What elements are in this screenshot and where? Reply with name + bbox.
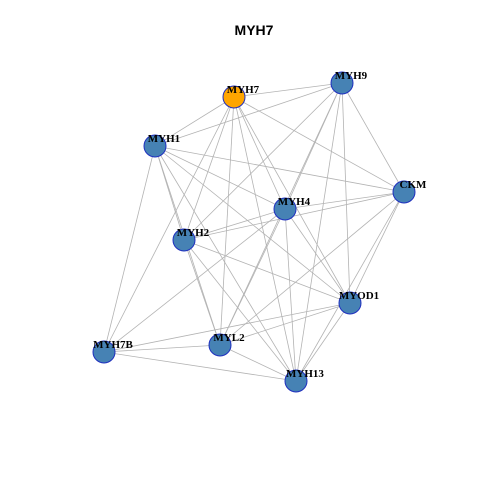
- edge-myh4-myh13: [284, 208, 297, 382]
- edge-myh7-myh9: [233, 82, 343, 98]
- edge-myh7-myh2: [183, 96, 235, 241]
- edge-ckm-myod1: [349, 191, 405, 304]
- node-label-myh2: MYH2: [177, 227, 210, 239]
- node-myh7b[interactable]: [92, 340, 116, 364]
- node-myh1[interactable]: [143, 134, 167, 158]
- edge-myod1-myh13: [295, 302, 351, 382]
- edge-myh9-myh13: [295, 82, 343, 382]
- edge-myh7-myh1: [154, 96, 235, 147]
- node-myod1[interactable]: [338, 291, 362, 315]
- edge-myh1-ckm: [154, 145, 405, 193]
- edge-myh2-myh13: [183, 239, 297, 382]
- edge-myh7-ckm: [233, 96, 405, 193]
- node-label-myh13: MYH13: [286, 368, 324, 380]
- edge-myh9-myh2: [183, 82, 343, 241]
- node-myh2[interactable]: [172, 228, 196, 252]
- edge-myh9-myh1: [154, 82, 343, 147]
- node-myh9[interactable]: [330, 71, 354, 95]
- edge-myh1-myh13: [154, 145, 297, 382]
- graph-title: MYH7: [235, 22, 274, 38]
- edge-myh9-ckm: [341, 82, 405, 193]
- node-myh7[interactable]: [222, 85, 246, 109]
- edge-myh4-myh2: [183, 208, 286, 241]
- edge-ckm-myh4: [284, 191, 405, 210]
- edge-ckm-myl2: [219, 191, 405, 346]
- edge-myod1-myh7b: [103, 302, 351, 353]
- edge-myh7-myh13: [233, 96, 297, 382]
- edge-myl2-myh7b: [103, 344, 221, 353]
- edge-myh7-myl2: [219, 96, 235, 346]
- node-label-ckm: CKM: [400, 179, 428, 191]
- node-ckm[interactable]: [392, 180, 416, 204]
- edge-myh4-myod1: [284, 208, 351, 304]
- node-label-myh4: MYH4: [278, 196, 311, 208]
- edge-myh1-myh7b: [103, 145, 156, 353]
- edge-myh9-myod1: [341, 82, 351, 304]
- edge-ckm-myh13: [295, 191, 405, 382]
- edge-layer: [103, 82, 405, 382]
- edge-myh2-myod1: [183, 239, 351, 304]
- edge-myh7-myh4: [233, 96, 286, 210]
- edge-myh1-myod1: [154, 145, 351, 304]
- node-label-myh7: MYH7: [227, 84, 260, 96]
- node-label-myh7b: MYH7B: [93, 339, 133, 351]
- node-myh4[interactable]: [273, 197, 297, 221]
- edge-myh4-myh7b: [103, 208, 286, 353]
- edge-myh1-myh4: [154, 145, 286, 210]
- edge-myod1-myl2: [219, 302, 351, 346]
- node-label-myl2: MYL2: [213, 332, 245, 344]
- node-label-myh1: MYH1: [148, 133, 180, 145]
- node-label-myh9: MYH9: [335, 70, 368, 82]
- node-myl2[interactable]: [208, 333, 232, 357]
- node-myh13[interactable]: [284, 369, 308, 393]
- node-label-myod1: MYOD1: [339, 290, 379, 302]
- edge-myh2-myl2: [183, 239, 221, 346]
- edge-myh4-myl2: [219, 208, 286, 346]
- edge-myl2-myh13: [219, 344, 297, 382]
- edge-myh7-myh7b: [103, 96, 235, 353]
- edge-myh7b-myh13: [103, 351, 297, 382]
- node-layer: [92, 71, 416, 393]
